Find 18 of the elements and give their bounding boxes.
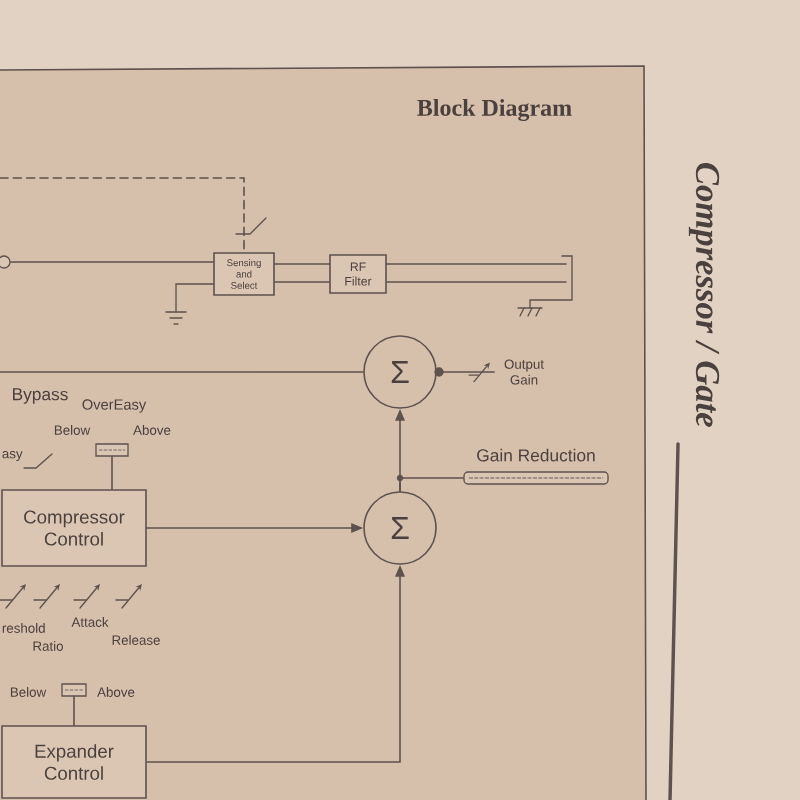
dashed-line <box>0 177 245 253</box>
process-box: Expander Control <box>1 725 147 799</box>
diagram-title: Block Diagram <box>417 99 572 121</box>
signal-line <box>73 695 75 726</box>
signal-line <box>399 477 465 492</box>
signal-line <box>386 263 567 283</box>
switch-label: Bypass <box>13 388 68 404</box>
signal-line <box>274 263 330 283</box>
signal-line <box>0 371 364 373</box>
led-indicator <box>61 683 87 697</box>
signal-line <box>111 455 113 490</box>
process-box: Compressor Control <box>1 489 147 567</box>
signal-line <box>442 371 495 373</box>
input-jack <box>0 255 11 269</box>
signal-line <box>9 261 214 263</box>
side-title: Compressor / Gate <box>688 163 720 427</box>
led-indicator <box>95 443 129 457</box>
meter-label: Gain Reduction <box>477 448 595 462</box>
